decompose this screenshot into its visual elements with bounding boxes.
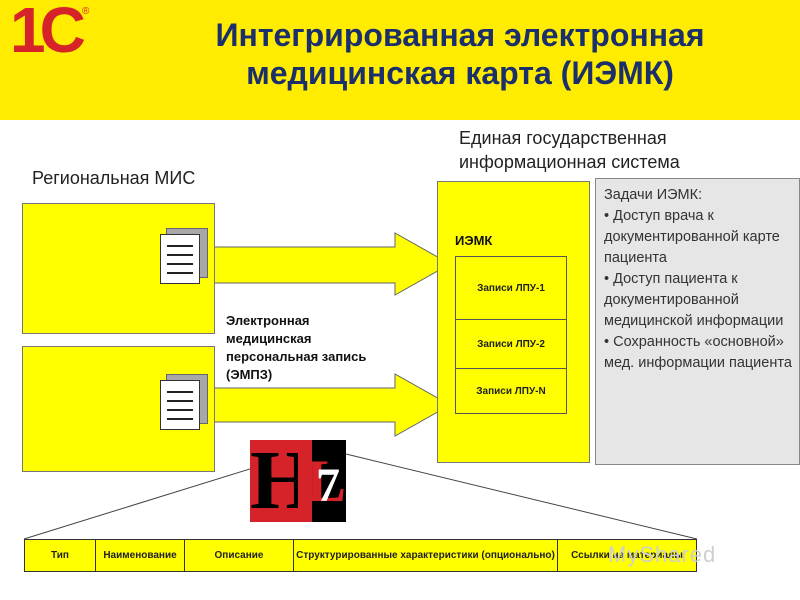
title-line-1: Интегрированная электронная [215,17,705,53]
page-title: Интегрированная электронная медицинская … [120,16,800,92]
emr-label-line-1: Электронная [226,313,310,328]
title-line-2: медицинская карта (ИЭМК) [246,55,674,91]
table-cell-description: Описание [184,539,294,572]
emr-label-line-2: медицинская [226,331,312,346]
logo-registered-mark: ® [82,6,90,17]
document-icon [160,380,200,430]
tasks-title: Задачи ИЭМК: [604,187,703,203]
header-banner [0,0,800,120]
hl7-logo-seven: 7 [316,459,340,512]
task-item: • Доступ врача к документированной карте… [604,208,780,266]
document-icon [160,234,200,284]
emr-label: Электронная медицинская персональная зап… [226,312,366,384]
table-cell-name: Наименование [95,539,185,572]
arrow-bottom [213,373,452,437]
egis-label: Единая государственная информационная си… [459,126,680,174]
emr-label-line-3: персональная запись [226,349,367,364]
record-lpu-n: Записи ЛПУ-N [455,368,567,414]
table-cell-links: Ссылки на материалы [557,539,697,572]
table-cell-structured: Структурированные характеристики (опцион… [293,539,558,572]
hl7-logo-bar [298,440,312,522]
table-cell-type: Тип [24,539,96,572]
hl7-logo-l: L [306,440,346,522]
watermark: MyShared [608,542,717,567]
regional-mis-label: Региональная МИС [32,168,196,188]
emr-label-line-4: (ЭМПЗ) [226,367,273,382]
egis-label-line-1: Единая государственная [459,128,667,148]
record-lpu-1: Записи ЛПУ-1 [455,256,567,320]
funnel-line-right [345,453,698,540]
hl7-logo: H L 7 [250,439,346,523]
task-item: • Доступ пациента к документированной ме… [604,271,784,329]
arrow-top [213,232,452,296]
egis-label-line-2: информационная система [459,152,680,172]
tasks-panel: Задачи ИЭМК: • Доступ врача к документир… [595,178,800,465]
record-lpu-2: Записи ЛПУ-2 [455,319,567,369]
iemk-label: ИЭМК [455,233,493,248]
logo-1c: 1С [10,0,86,66]
task-item: • Сохранность «основной» мед. информации… [604,334,792,371]
